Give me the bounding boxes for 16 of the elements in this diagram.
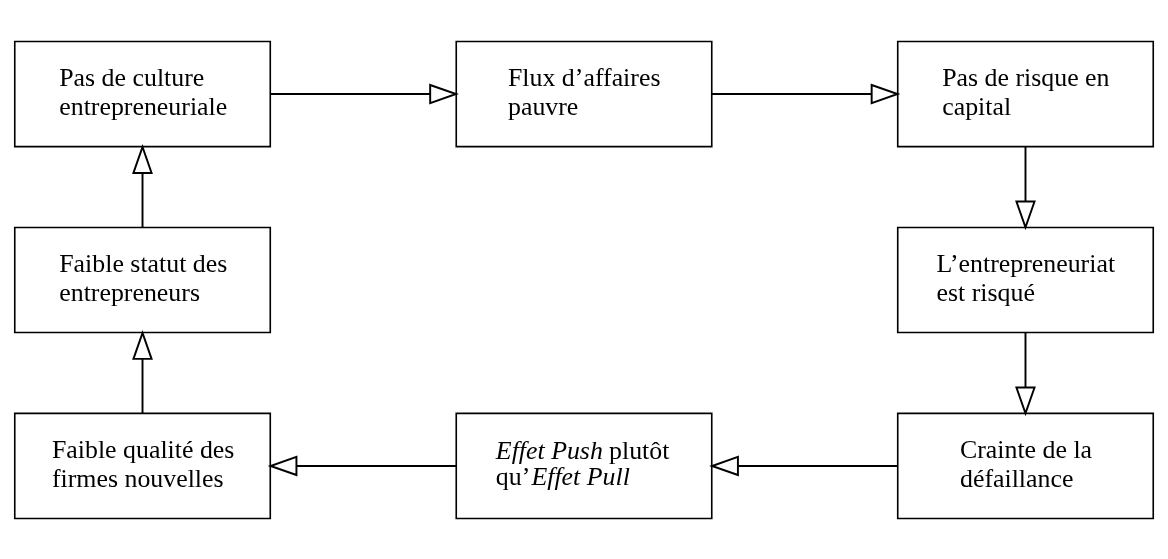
arrow bbox=[709, 455, 899, 476]
arrow bbox=[711, 83, 901, 104]
arrow bbox=[269, 83, 459, 104]
node-box: Pas de risque en capital bbox=[896, 40, 1155, 147]
arrow bbox=[132, 143, 153, 228]
node-box: Effet Push plutôt qu’Effet Pull bbox=[455, 412, 713, 519]
node-box: L’entrepreneuriat est risqué bbox=[896, 226, 1155, 333]
arrow bbox=[267, 455, 458, 476]
node-box: Pas de culture entrepreneuriale bbox=[13, 40, 272, 147]
node-box: Faible statut des entrepreneurs bbox=[13, 226, 272, 333]
node-box: Faible qualité des firmes nouvelles bbox=[13, 412, 272, 519]
node-box: Crainte de la défaillance bbox=[896, 412, 1155, 519]
arrow bbox=[1015, 145, 1036, 230]
node-box: Flux d’affaires pauvre bbox=[455, 40, 713, 147]
arrow bbox=[1015, 331, 1036, 416]
arrow bbox=[132, 329, 153, 414]
